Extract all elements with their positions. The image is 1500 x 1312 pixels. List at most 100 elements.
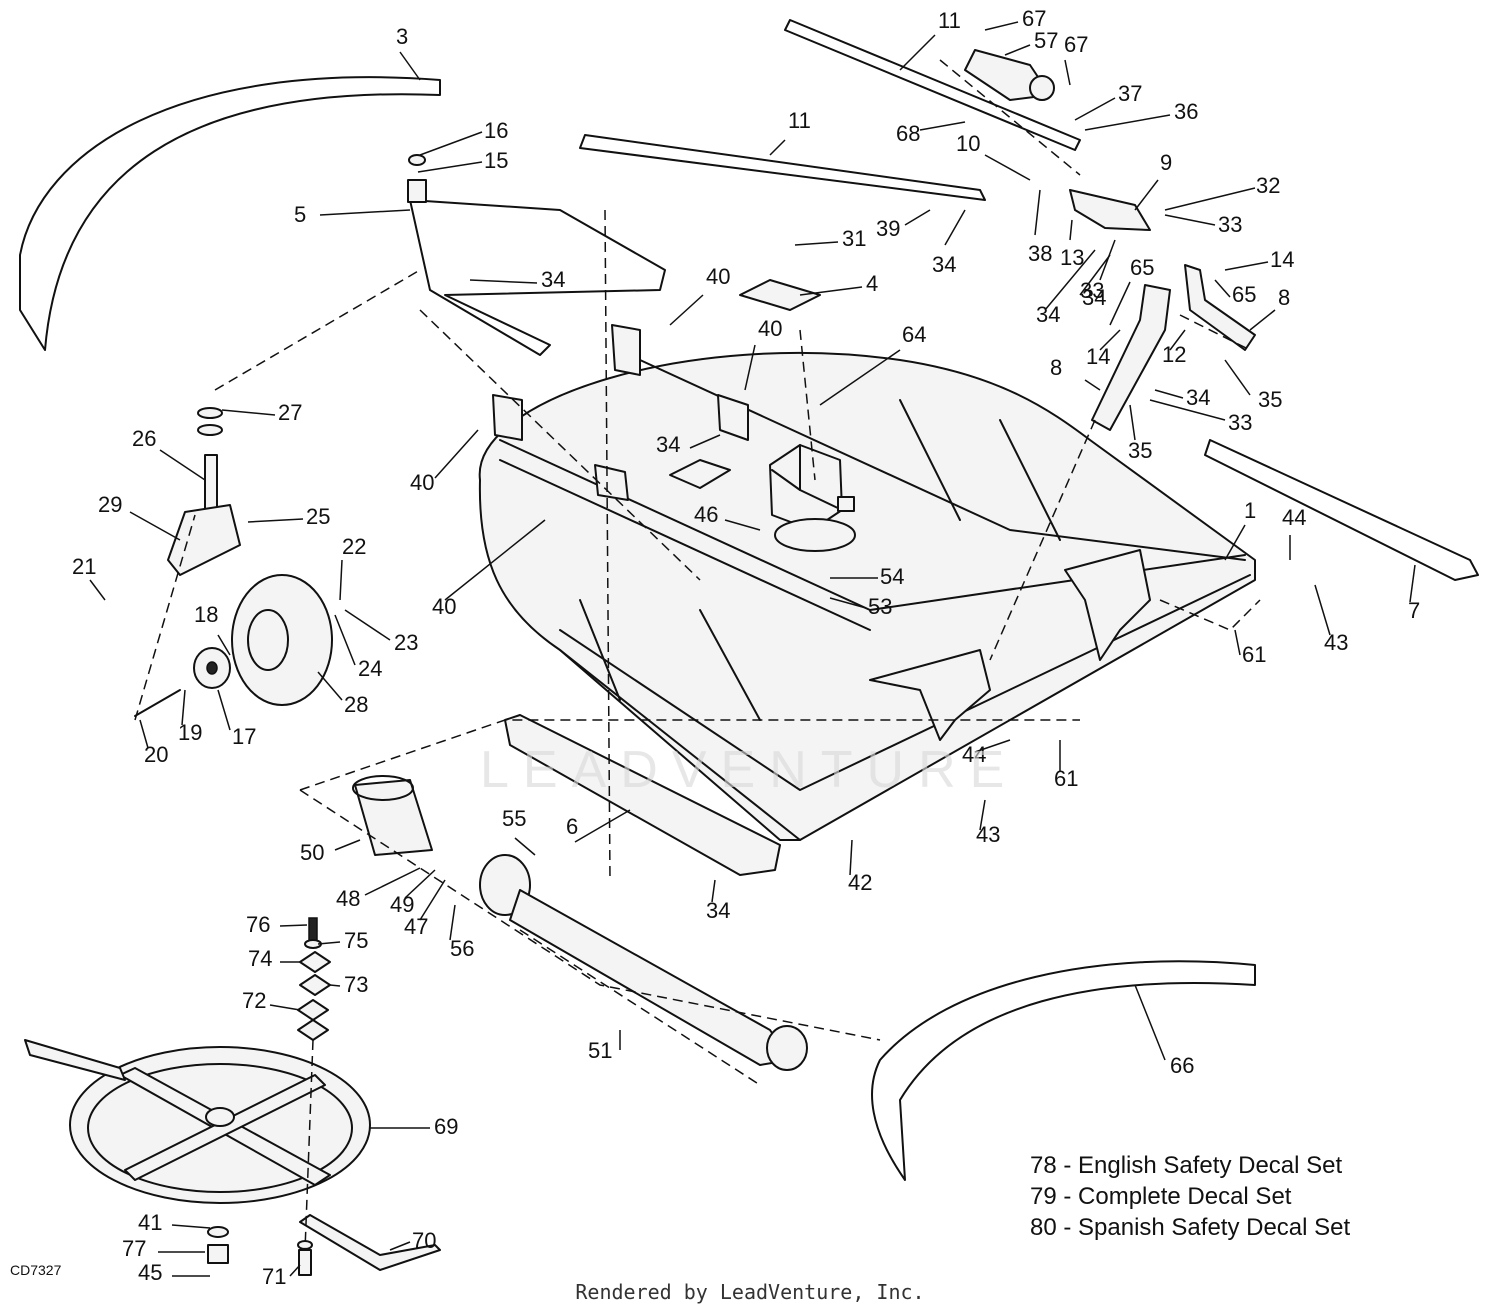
callout-37: 37 — [1118, 81, 1142, 106]
leader-line-61 — [1234, 629, 1241, 656]
callout-34: 34 — [1082, 285, 1106, 310]
leader-line-34 — [1099, 239, 1116, 281]
leader-line-41 — [171, 1224, 211, 1229]
callout-48: 48 — [336, 886, 360, 911]
callout-34: 34 — [541, 267, 565, 292]
leader-line-1 — [1224, 524, 1246, 561]
callout-28: 28 — [344, 692, 368, 717]
decal-note-english: 78 - English Safety Decal Set — [1030, 1152, 1343, 1179]
leader-line-4 — [799, 286, 863, 296]
leader-line-11 — [769, 139, 786, 156]
callout-57: 57 — [1034, 28, 1058, 53]
leader-line-65 — [1214, 279, 1231, 298]
callout-55: 55 — [502, 806, 526, 831]
callout-17: 17 — [232, 724, 256, 749]
callout-38: 38 — [1028, 241, 1052, 266]
callout-42: 42 — [848, 870, 872, 895]
decal-note-spanish: 80 - Spanish Safety Decal Set — [1030, 1214, 1351, 1241]
callout-34: 34 — [1036, 302, 1060, 327]
leader-line-56 — [449, 904, 456, 941]
band-part-66 — [871, 960, 1256, 1181]
wheel-assembly — [134, 407, 333, 717]
bracket-part-9 — [1069, 189, 1151, 231]
leader-line-33 — [1149, 399, 1226, 421]
callout-75: 75 — [344, 928, 368, 953]
cylinder-part-57 — [964, 49, 1055, 101]
callout-34: 34 — [932, 252, 956, 277]
leader-line-14 — [1099, 329, 1121, 351]
callout-15: 15 — [484, 148, 508, 173]
leader-line-43 — [979, 799, 986, 831]
leader-line-35 — [1224, 359, 1251, 396]
callout-53: 53 — [868, 594, 892, 619]
leader-line-21 — [89, 579, 106, 601]
blade-assembly-part-69 — [24, 1039, 371, 1204]
driveline-part-51 — [479, 854, 808, 1071]
leader-line-33 — [1164, 214, 1216, 226]
callout-40: 40 — [410, 470, 434, 495]
shield-part-50 — [352, 775, 433, 856]
leader-line-15 — [417, 161, 483, 173]
leader-line-49 — [404, 869, 436, 899]
leader-line-26 — [159, 449, 206, 481]
bracket-part-8-right — [1184, 264, 1256, 351]
footer-credit: Rendered by LeadVenture, Inc. — [575, 1280, 925, 1304]
leader-line-65 — [1109, 281, 1131, 326]
leader-line-71 — [289, 1264, 301, 1277]
callout-6: 6 — [566, 814, 578, 839]
callout-34: 34 — [656, 432, 680, 457]
callout-45: 45 — [138, 1260, 162, 1285]
callout-20: 20 — [144, 742, 168, 767]
leader-line-34 — [469, 279, 538, 284]
leader-line-55 — [514, 837, 536, 856]
callout-21: 21 — [72, 554, 96, 579]
leader-line-17 — [217, 689, 231, 731]
leader-line-13 — [1069, 219, 1073, 241]
leader-line-20 — [139, 719, 149, 749]
leader-line-37 — [1074, 97, 1116, 121]
callout-65: 65 — [1130, 255, 1154, 280]
leader-line-27 — [221, 409, 276, 416]
leader-line-19 — [181, 689, 186, 726]
callout-18: 18 — [194, 602, 218, 627]
leader-line-66 — [1134, 984, 1166, 1061]
leader-line-34 — [1044, 249, 1096, 311]
leader-line-67 — [984, 21, 1019, 31]
drawing-code: CD7327 — [10, 1262, 62, 1278]
callout-41: 41 — [138, 1210, 162, 1235]
callout-76: 76 — [246, 912, 270, 937]
callout-61: 61 — [1054, 766, 1078, 791]
leader-line-34 — [944, 209, 966, 246]
leader-line-23 — [344, 609, 391, 641]
callout-1: 1 — [1244, 498, 1256, 523]
callout-40: 40 — [432, 594, 456, 619]
deck-part-1 — [478, 324, 1256, 841]
bar-part-7 — [1204, 439, 1479, 581]
callout-35: 35 — [1128, 438, 1152, 463]
leader-line-33 — [1079, 254, 1111, 296]
callout-8: 8 — [1050, 355, 1062, 380]
leader-line-68 — [919, 121, 966, 131]
leader-line-40 — [434, 429, 479, 479]
callout-33: 33 — [1218, 212, 1242, 237]
leader-line-9 — [1134, 179, 1159, 211]
callout-13: 13 — [1060, 245, 1084, 270]
callout-56: 56 — [450, 936, 474, 961]
callout-36: 36 — [1174, 99, 1198, 124]
callout-46: 46 — [694, 502, 718, 527]
leader-line-10 — [984, 154, 1031, 181]
callout-12: 12 — [1162, 342, 1186, 367]
blade-part-70 — [299, 1214, 441, 1271]
callout-72: 72 — [242, 988, 266, 1013]
leader-line-38 — [1034, 189, 1041, 236]
decal-note-complete: 79 - Complete Decal Set — [1030, 1183, 1292, 1210]
leader-line-43 — [1314, 584, 1331, 636]
leader-line-8 — [1084, 379, 1101, 391]
callout-44: 44 — [962, 742, 986, 767]
leader-line-42 — [849, 839, 853, 876]
leader-line-31 — [794, 241, 839, 246]
callout-11: 11 — [938, 8, 961, 33]
callout-40: 40 — [758, 316, 782, 341]
leader-line-39 — [904, 209, 931, 226]
